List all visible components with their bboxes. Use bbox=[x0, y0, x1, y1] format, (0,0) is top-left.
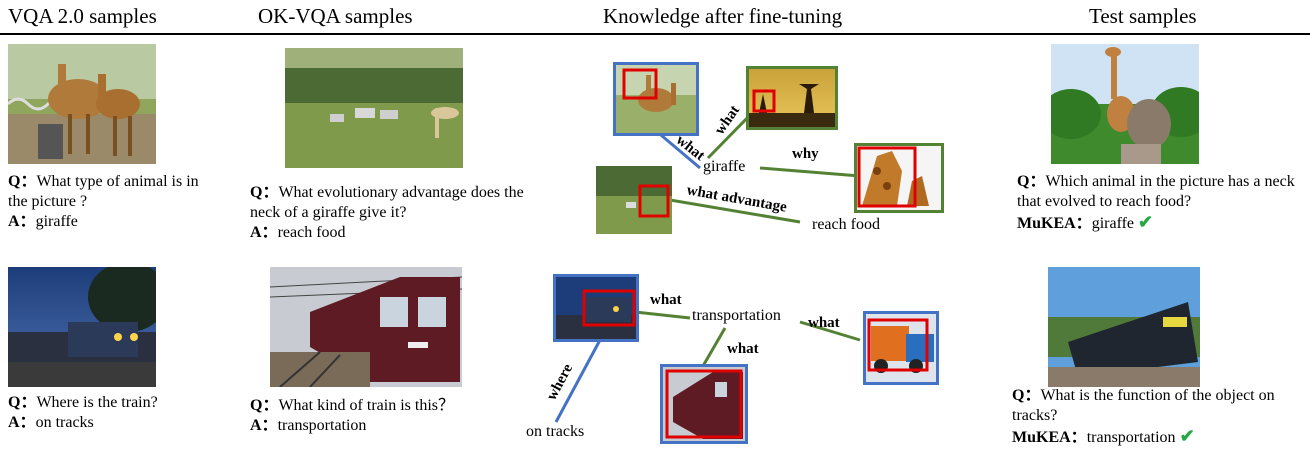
q-label: Q： bbox=[1017, 173, 1046, 190]
okvqa-qa-1: Q：What evolutionary advantage does the n… bbox=[250, 183, 530, 243]
q-label: Q： bbox=[250, 184, 279, 201]
header-rule bbox=[0, 33, 1310, 35]
vqa-answer-1: giraffe bbox=[35, 213, 78, 230]
test-qa-1: Q：Which animal in the picture has a neck… bbox=[1017, 172, 1307, 234]
train-night-thumb bbox=[553, 274, 639, 342]
edge-label-what-3: what bbox=[650, 292, 682, 308]
test-prediction-2: transportation bbox=[1086, 429, 1176, 446]
edge-night-transport bbox=[634, 310, 691, 320]
a-label: A： bbox=[8, 213, 36, 230]
test-question-1: Which animal in the picture has a neck t… bbox=[1017, 173, 1295, 210]
a-label: A： bbox=[250, 417, 278, 434]
node-reach-food: reach food bbox=[812, 216, 880, 233]
locomotive-photo bbox=[1048, 267, 1200, 387]
model-label: MuKEA： bbox=[1012, 429, 1087, 446]
test-qa-2: Q：What is the function of the object on … bbox=[1012, 386, 1307, 448]
knowledge-header: Knowledge after fine-tuning bbox=[603, 4, 843, 28]
edge-transport-trucks bbox=[799, 320, 861, 342]
okvqa-answer-2: transportation bbox=[277, 417, 367, 434]
edge-field-reachfood bbox=[669, 198, 801, 224]
okvqa-answer-1: reach food bbox=[277, 224, 346, 241]
edge-label-what-4: what bbox=[808, 315, 840, 331]
q-label: Q： bbox=[8, 394, 37, 411]
node-on-tracks: on tracks bbox=[526, 423, 585, 440]
field-zebras-thumb bbox=[596, 166, 672, 234]
giraffe-sunset-thumb bbox=[746, 66, 838, 130]
okvqa-question-2: What kind of train is this？ bbox=[278, 397, 454, 414]
trucks-thumb bbox=[863, 311, 939, 385]
giraffes-zoo-photo bbox=[8, 44, 156, 164]
test-prediction-1: giraffe bbox=[1091, 215, 1135, 232]
edge-transport-train bbox=[701, 327, 727, 367]
test-question-2: What is the function of the object on tr… bbox=[1012, 387, 1275, 424]
train-night-photo bbox=[8, 267, 156, 387]
vqa-qa-1: Q：What type of animal is in the picture … bbox=[8, 172, 208, 232]
vqa-question-2: Where is the train? bbox=[36, 394, 158, 411]
vqa-header: VQA 2.0 samples bbox=[8, 4, 157, 28]
test-header: Test samples bbox=[1089, 4, 1197, 28]
maroon-train-thumb bbox=[660, 364, 748, 444]
edge-night-tracks bbox=[554, 339, 602, 423]
giraffe-closeup-thumb bbox=[854, 143, 944, 213]
edge-zoo-giraffe bbox=[654, 128, 701, 170]
node-transportation: transportation bbox=[692, 307, 781, 324]
node-giraffe: giraffe bbox=[703, 158, 746, 175]
check-icon: ✔ bbox=[1179, 426, 1195, 446]
a-label: A： bbox=[250, 224, 278, 241]
zebras-field-photo bbox=[285, 48, 463, 168]
vqa-question-1: What type of animal is in the picture ? bbox=[8, 173, 199, 210]
model-label: MuKEA： bbox=[1017, 215, 1092, 232]
vqa-answer-2: on tracks bbox=[35, 414, 94, 431]
giraffe-zoo-thumb bbox=[613, 62, 699, 136]
q-label: Q： bbox=[250, 397, 279, 414]
edge-label-what-5: what bbox=[727, 341, 759, 357]
maroon-train-photo bbox=[270, 267, 462, 387]
check-icon: ✔ bbox=[1138, 212, 1154, 232]
edge-giraffe-closeup bbox=[759, 166, 861, 178]
giraffe-elephant-photo bbox=[1051, 44, 1199, 164]
q-label: Q： bbox=[8, 173, 37, 190]
q-label: Q： bbox=[1012, 387, 1041, 404]
a-label: A： bbox=[8, 414, 36, 431]
edge-label-why: why bbox=[792, 146, 819, 162]
vqa-qa-2: Q：Where is the train? A：on tracks bbox=[8, 393, 208, 433]
okvqa-header: OK-VQA samples bbox=[258, 4, 413, 28]
okvqa-question-1: What evolutionary advantage does the nec… bbox=[250, 184, 524, 221]
okvqa-qa-2: Q：What kind of train is this？ A：transpor… bbox=[250, 396, 530, 436]
